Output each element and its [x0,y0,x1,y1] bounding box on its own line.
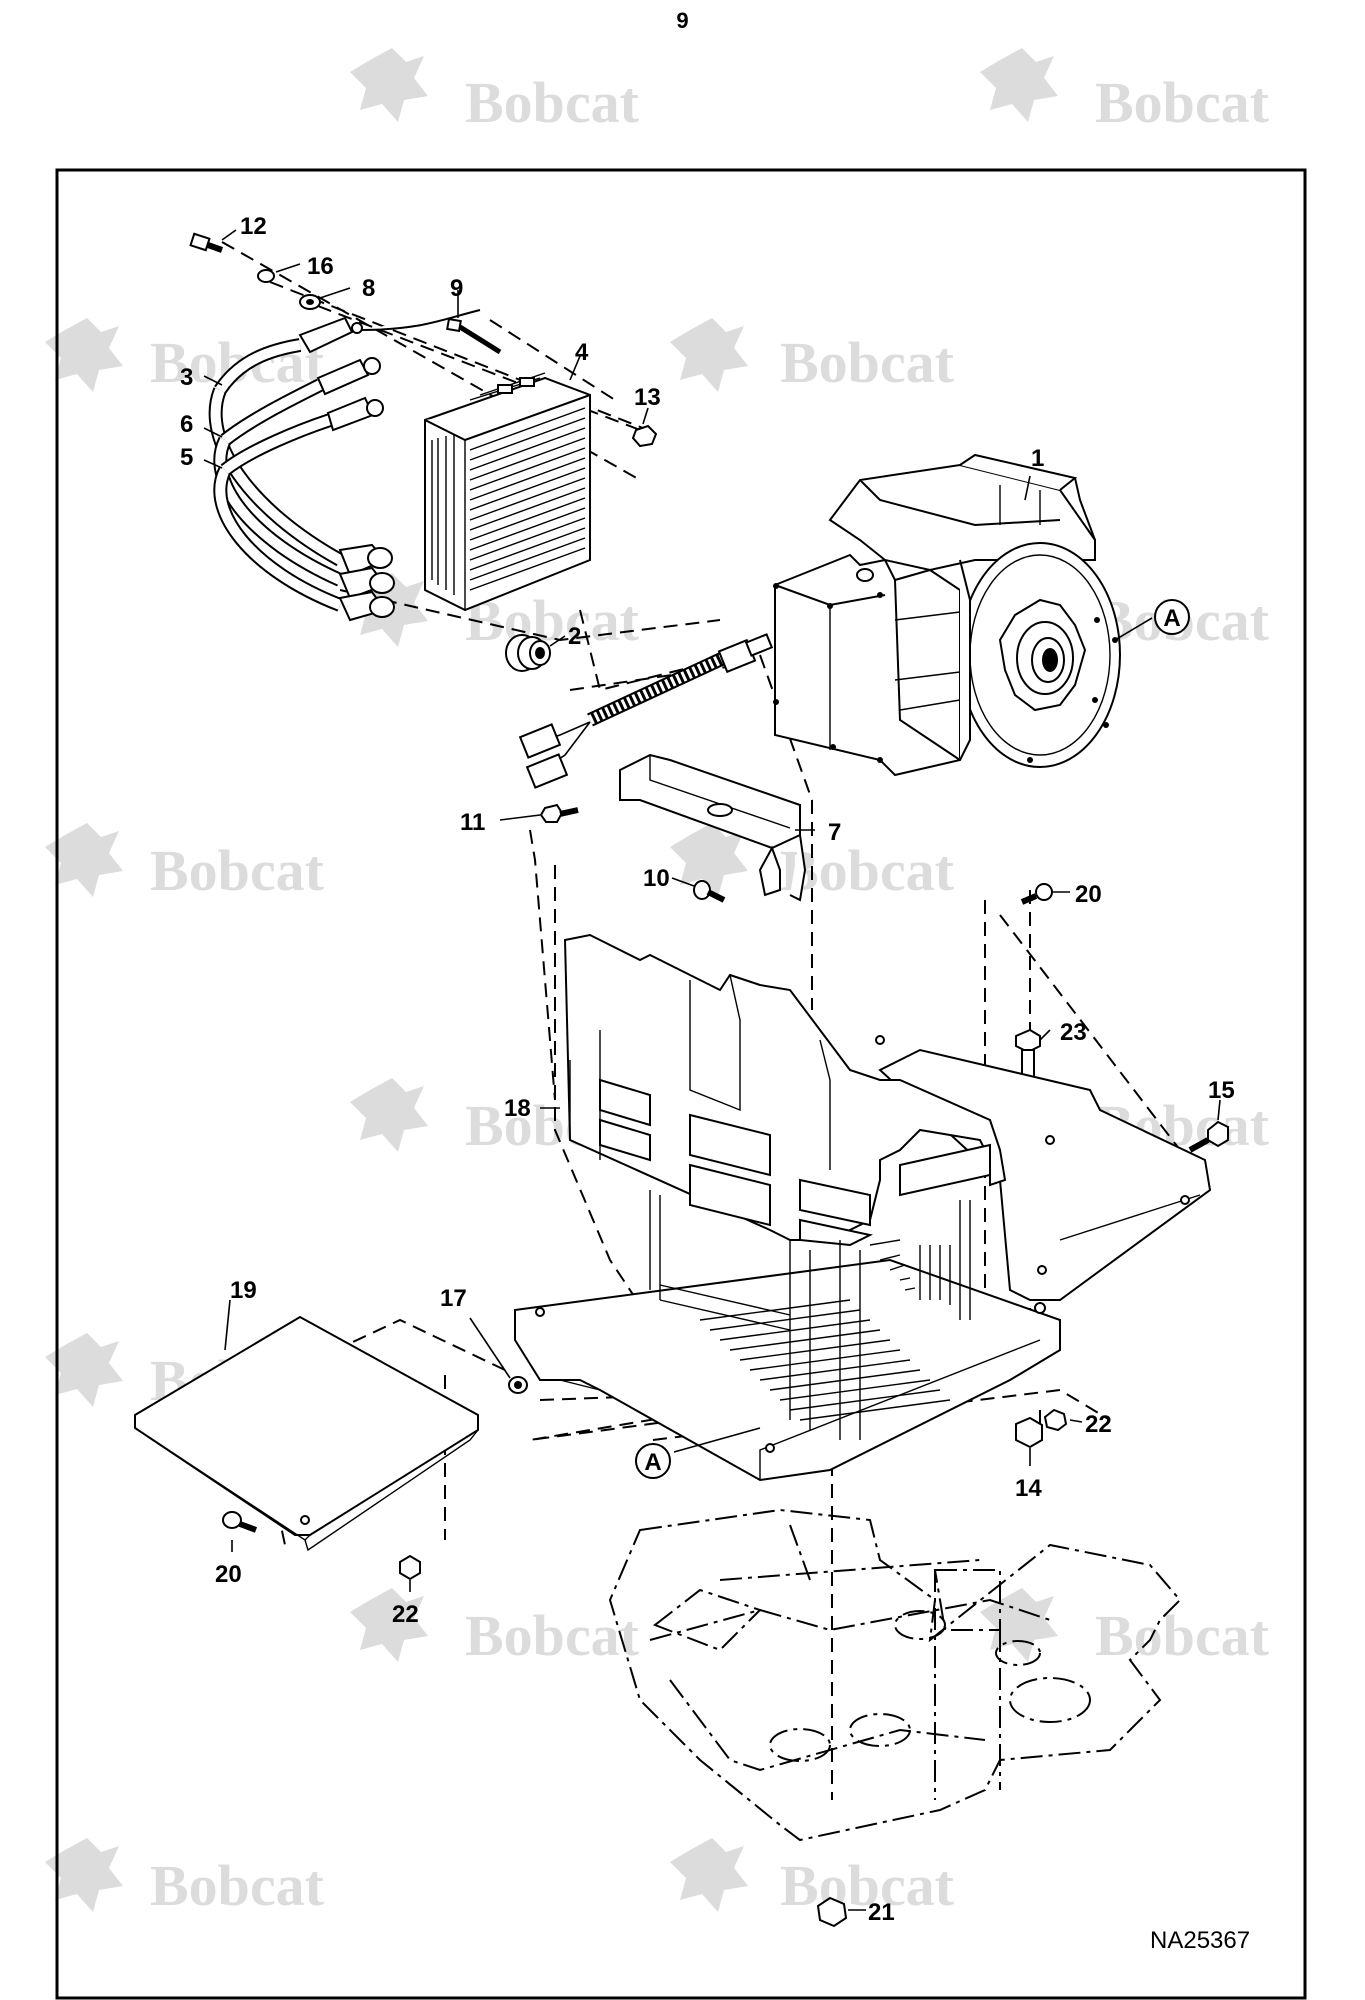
svg-text:Bobcat: Bobcat [1095,70,1270,135]
callout-10: 10 [643,865,670,892]
drawing-number: NA25367 [1150,1927,1250,1954]
detail-marker-a-top: A [1154,599,1190,635]
grommet-2 [505,634,551,672]
callout-17: 17 [440,1285,467,1312]
nut-22-right [1043,1408,1068,1432]
nut-21 [816,1896,848,1928]
battery-tray-18 [514,933,1212,1482]
callout-7: 7 [828,819,841,846]
callout-3: 3 [180,364,193,391]
drawing-frame [55,168,1307,2000]
callout-12: 12 [240,213,267,240]
bolt-20-bottom [222,1511,258,1533]
callout-22-right: 22 [1085,1411,1112,1438]
callout-6: 6 [180,411,193,438]
callout-1: 1 [1031,445,1044,472]
battery-cables [208,309,481,622]
svg-text:Bobcat: Bobcat [780,1853,955,1918]
drive-motor-1 [773,453,1121,777]
bobcat-watermark: Bobcat [980,1588,1270,1668]
bobcat-watermark: Bobcat [980,48,1270,135]
svg-text:Bobcat: Bobcat [780,838,955,903]
leader-lines [203,229,1221,1911]
callout-5: 5 [180,444,193,471]
callout-20-top: 20 [1075,881,1102,908]
callout-15: 15 [1208,1077,1235,1104]
cover-bracket-7 [619,753,807,902]
nut-14 [1015,1416,1043,1449]
callout-22-bottom: 22 [392,1601,419,1628]
bolt-10 [693,880,726,903]
svg-text:Bobcat: Bobcat [150,1853,325,1918]
svg-text:Bobcat: Bobcat [1095,1603,1270,1668]
bobcat-watermark: Bobcat [350,1588,640,1668]
bobcat-watermark: Bobcat [670,318,955,395]
callout-11: 11 [460,809,485,836]
bobcat-watermark: Bobcat [670,1838,955,1918]
page-number: 9 [676,8,689,33]
callouts: 12 16 8 9 4 13 3 6 5 1 2 7 11 10 20 23 1… [180,213,1235,1926]
callout-2: 2 [568,623,581,650]
callout-14: 14 [1015,1475,1042,1502]
bolt-15 [1188,1120,1229,1153]
machine-frame-phantom [608,1508,1182,1842]
svg-text:A: A [1163,605,1180,632]
callout-23: 23 [1060,1019,1087,1046]
nut-22-bottom [399,1554,421,1581]
bolt-11 [539,803,579,823]
callout-18: 18 [504,1095,531,1122]
bolt-9 [446,317,502,355]
svg-text:Bobcat: Bobcat [780,330,955,395]
bolt-12 [189,232,224,253]
wiring-harness [518,633,774,789]
washer-8-hole [306,299,314,305]
bobcat-watermark: Bobcat [45,1838,325,1918]
callout-9: 9 [450,275,463,302]
cover-19 [134,1315,479,1552]
callout-16: 16 [307,253,334,280]
svg-text:Bobcat: Bobcat [465,70,640,135]
callout-8: 8 [362,275,375,302]
callout-21: 21 [868,1899,895,1926]
lock-washer-16 [257,269,275,283]
detail-marker-a-bottom: A [635,1443,671,1479]
bolt-20-top [1020,883,1053,905]
nut-13 [631,424,658,448]
callout-19: 19 [230,1277,257,1304]
callout-13: 13 [634,384,661,411]
bobcat-watermark: Bobcat [670,823,955,903]
washer-17-hole [514,1381,522,1389]
svg-text:A: A [644,1449,661,1476]
callout-4: 4 [575,339,589,366]
svg-text:Bobcat: Bobcat [150,838,325,903]
callout-20-bottom: 20 [215,1561,242,1588]
svg-text:Bobcat: Bobcat [465,1603,640,1668]
bobcat-watermark: Bobcat [350,48,640,135]
bobcat-watermark: Bobcat [45,823,325,903]
motor-controller-4 [424,372,591,612]
